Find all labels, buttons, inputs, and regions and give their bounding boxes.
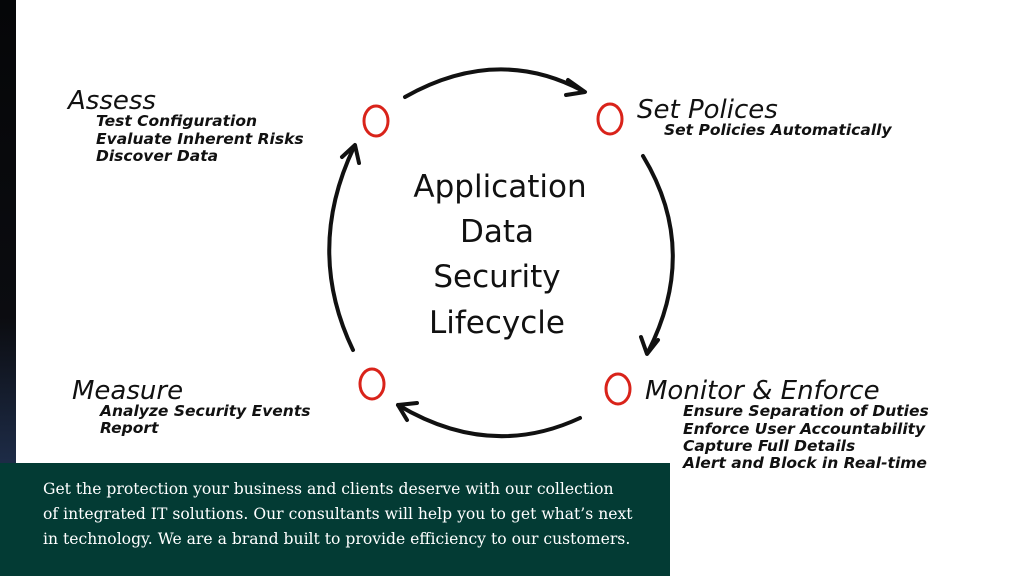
caption-panel bbox=[0, 463, 670, 576]
left-edge-strip bbox=[0, 0, 16, 576]
center-title-line-1: Application bbox=[413, 169, 586, 205]
monitor-node-ring bbox=[604, 372, 632, 406]
arrowhead-measure bbox=[396, 401, 419, 422]
monitor-enforce-title: Monitor & Enforce bbox=[645, 376, 880, 406]
measure-node-ring bbox=[358, 367, 386, 401]
arrow-measure-to-assess bbox=[327, 145, 356, 352]
monitor-enforce-item: Ensure Separation of Duties bbox=[683, 402, 929, 420]
arrow-monitor-to-measure bbox=[396, 403, 582, 439]
center-title: Application Data Security Lifecycle bbox=[413, 169, 586, 341]
caption-text: Get the protection your business and cli… bbox=[43, 480, 633, 548]
arrow-assess-to-set-policies bbox=[403, 67, 585, 99]
set-policies-node-ring bbox=[596, 102, 624, 136]
assess-item: Test Configuration bbox=[96, 112, 257, 130]
center-title-line-3: Security bbox=[433, 259, 560, 295]
stage-monitor-enforce: Monitor & Enforce Ensure Separation of D… bbox=[645, 376, 929, 472]
arrowhead-set-policies bbox=[564, 78, 587, 97]
assess-item: Evaluate Inherent Risks bbox=[96, 130, 304, 148]
assess-node-ring bbox=[362, 104, 390, 138]
monitor-enforce-item: Capture Full Details bbox=[683, 437, 855, 455]
arrow-set-policies-to-monitor bbox=[641, 154, 675, 354]
stage-measure: Measure Analyze Security Events Report bbox=[72, 376, 310, 437]
stage-set-policies: Set Polices Set Policies Automatically bbox=[637, 95, 892, 139]
monitor-enforce-item: Enforce User Accountability bbox=[683, 420, 926, 438]
cycle-arrows bbox=[327, 67, 675, 439]
stage-assess: Assess Test Configuration Evaluate Inher… bbox=[66, 86, 304, 165]
center-title-line-4: Lifecycle bbox=[429, 305, 565, 341]
assess-item: Discover Data bbox=[96, 147, 218, 165]
center-title-line-2: Data bbox=[460, 214, 534, 250]
arrowhead-assess bbox=[340, 143, 361, 165]
measure-title: Measure bbox=[72, 376, 183, 406]
measure-item: Analyze Security Events bbox=[99, 402, 310, 420]
set-policies-item: Set Policies Automatically bbox=[664, 121, 892, 139]
arrowhead-monitor bbox=[639, 335, 660, 356]
set-policies-title: Set Polices bbox=[637, 95, 778, 125]
assess-title: Assess bbox=[66, 86, 156, 116]
measure-item: Report bbox=[100, 419, 159, 437]
monitor-enforce-item: Alert and Block in Real-time bbox=[682, 454, 927, 472]
